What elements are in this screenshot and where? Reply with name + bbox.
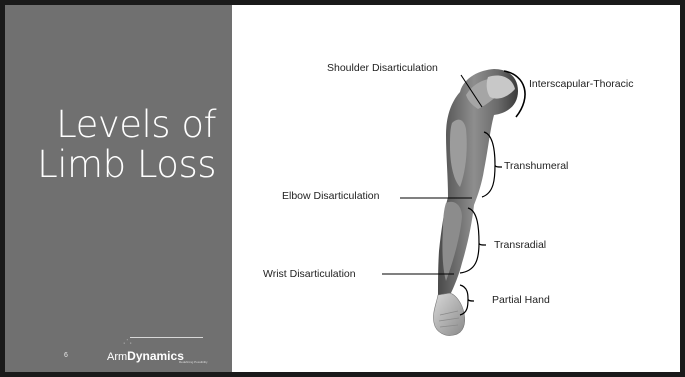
logo-dots-icon: ·˙· bbox=[123, 340, 133, 347]
slide-title: Levels of Limb Loss bbox=[16, 105, 216, 185]
title-panel: Levels of Limb Loss 6 ·˙· ArmDynamics Re… bbox=[5, 5, 232, 372]
label-transradial: Transradial bbox=[494, 239, 546, 251]
slide-title-line-2: Limb Loss bbox=[16, 145, 216, 185]
hand bbox=[433, 293, 464, 336]
label-elbow-disarticulation: Elbow Disarticulation bbox=[282, 190, 379, 202]
slide-title-line-1: Levels of bbox=[16, 105, 216, 145]
label-shoulder-disarticulation: Shoulder Disarticulation bbox=[327, 62, 438, 74]
arm-anatomy-illustration bbox=[232, 5, 680, 372]
logo-arm-text: Arm bbox=[107, 351, 127, 363]
label-interscapular-thoracic: Interscapular-Thoracic bbox=[529, 78, 633, 90]
label-partial-hand: Partial Hand bbox=[492, 294, 550, 306]
label-transhumeral: Transhumeral bbox=[504, 160, 568, 172]
footer-divider bbox=[130, 337, 203, 338]
logo-dynamics-text: Dynamics bbox=[127, 349, 184, 363]
label-wrist-disarticulation: Wrist Disarticulation bbox=[263, 268, 356, 280]
limb-loss-diagram: Shoulder Disarticulation Interscapular-T… bbox=[232, 5, 680, 372]
slide: Levels of Limb Loss 6 ·˙· ArmDynamics Re… bbox=[5, 5, 680, 372]
page-number: 6 bbox=[64, 352, 68, 359]
arm-dynamics-logo: ·˙· ArmDynamics Redefining Possibility bbox=[107, 347, 184, 365]
logo-tagline: Redefining Possibility bbox=[179, 360, 208, 364]
